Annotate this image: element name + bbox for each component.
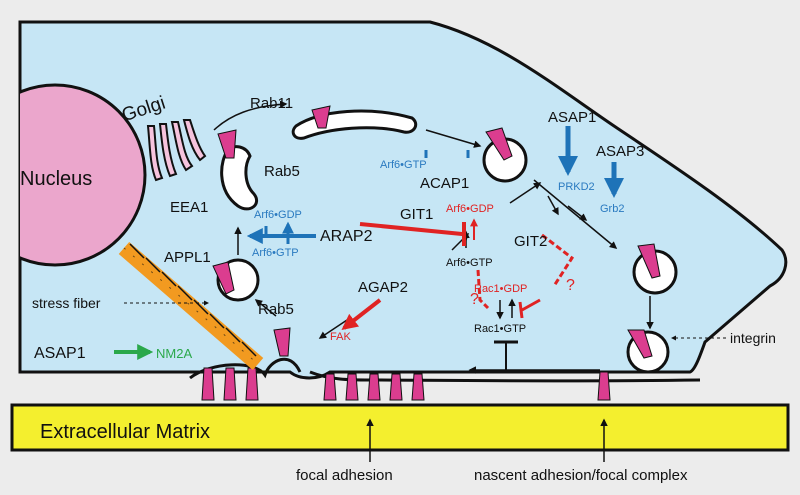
integrin-icon — [217, 129, 237, 159]
eea1-label: EEA1 — [170, 199, 208, 216]
vesicle-eea1 — [220, 145, 259, 211]
integrin-icon — [637, 243, 661, 279]
arf6-gdp-center-label: Arf6•GDP — [446, 203, 494, 215]
rac1-gdp-label: Rac1•GDP — [474, 283, 527, 295]
integrin-icon — [311, 105, 331, 129]
integrin-icon — [389, 373, 403, 401]
integrin-icon — [273, 327, 291, 357]
nucleus-label: Nucleus — [20, 168, 92, 190]
rac1-gtp-label: Rac1•GTP — [474, 323, 526, 335]
stress-fiber — [118, 241, 264, 371]
stress-fiber-label: stress fiber — [32, 295, 101, 311]
question-left-label: ? — [470, 291, 479, 308]
integrin-icon — [485, 127, 513, 161]
integrin-icon — [223, 367, 237, 401]
git1-label: GIT1 — [400, 206, 433, 223]
rab5-bottom-label: Rab5 — [258, 301, 294, 318]
integrin-icon — [212, 261, 235, 295]
arf6-gdp-left-label: Arf6•GDP — [254, 209, 302, 221]
arf6-gtp-center-label: Arf6•GTP — [446, 257, 493, 269]
grb2-label: Grb2 — [600, 203, 624, 215]
arf6-gtp-top-label: Arf6•GTP — [380, 159, 427, 171]
integrin-icon — [597, 371, 611, 401]
integrin-icon — [627, 329, 653, 359]
extracellular-matrix-label: Extracellular Matrix — [40, 421, 210, 443]
arf6-gtp-left-label: Arf6•GTP — [252, 247, 299, 259]
nucleus — [20, 83, 147, 267]
extracellular-matrix-bar — [10, 403, 790, 452]
asap3-label: ASAP3 — [596, 143, 644, 160]
agap2-label: AGAP2 — [358, 279, 408, 296]
integrin-icon — [245, 367, 259, 401]
integrin-icon — [367, 373, 381, 401]
transport-arrows — [213, 100, 654, 374]
git2-label: GIT2 — [514, 233, 547, 250]
rab11-label: Rab11 — [250, 95, 293, 112]
acap1-label: ACAP1 — [420, 175, 469, 192]
fak-label: FAK — [330, 331, 351, 343]
asap1-left-label: ASAP1 — [34, 345, 86, 362]
focal-adhesion-label: focal adhesion — [296, 467, 393, 484]
prkd2-label: PRKD2 — [558, 181, 595, 193]
nascent-adhesion-label: nascent adhesion/focal complex — [474, 467, 688, 484]
asap1-right-label: ASAP1 — [548, 109, 596, 126]
red-arrows — [341, 218, 575, 330]
question-right-label: ? — [566, 277, 575, 294]
appl1-label: APPL1 — [164, 249, 211, 266]
rab5-top-label: Rab5 — [264, 163, 300, 180]
integrins — [201, 105, 661, 401]
integrin-label: integrin — [730, 330, 776, 346]
integrin-icon — [411, 373, 425, 401]
blue-arrows — [246, 126, 624, 244]
integrin-icon — [323, 373, 337, 401]
cell-membrane — [18, 20, 788, 380]
nm2a-label: NM2A — [156, 346, 192, 361]
golgi-apparatus — [146, 119, 207, 182]
integrin-icon — [345, 373, 359, 401]
arap2-label: ARAP2 — [320, 228, 373, 245]
integrin-icon — [201, 367, 215, 401]
